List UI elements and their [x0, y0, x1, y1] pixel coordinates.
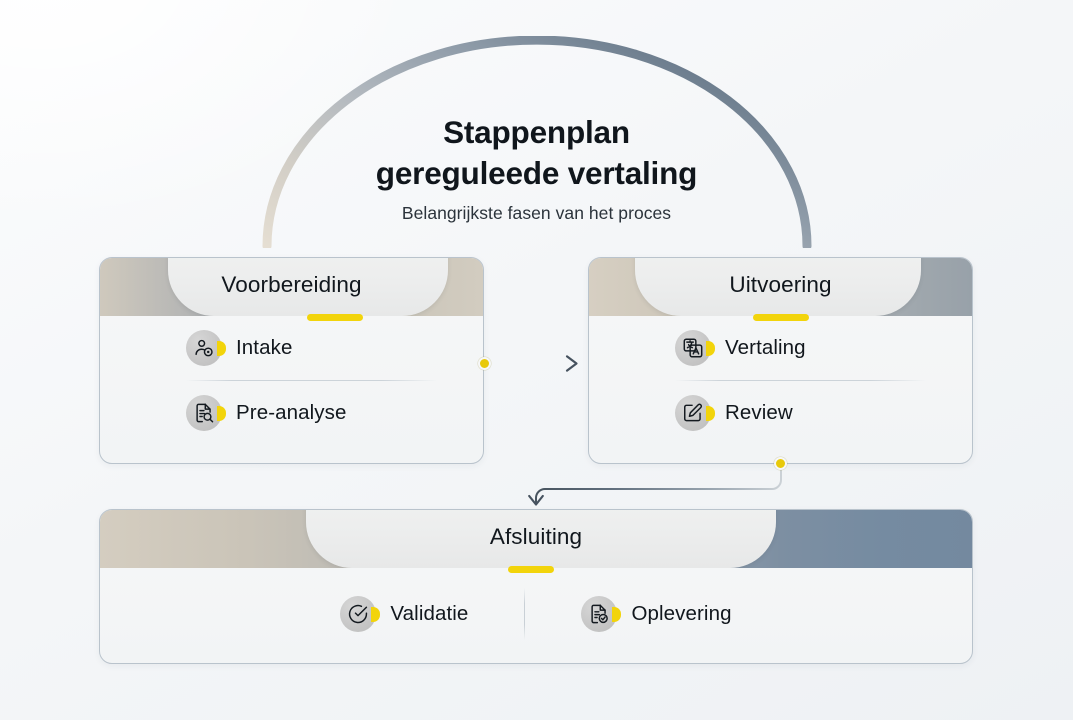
page-title-line-2: gereguleede vertaling	[375, 154, 698, 191]
page-title-line-1: Stappenplan	[443, 114, 630, 150]
connector-arrowhead	[528, 494, 544, 506]
connector-arrow-svg	[483, 355, 578, 372]
list-item-label: Review	[725, 401, 793, 424]
stage-accent-bar-afsluiting	[508, 566, 554, 573]
list-item-label: Intake	[236, 336, 293, 359]
stage-card-voorbereiding[interactable]: Voorbereiding Intake	[99, 257, 484, 464]
list-item-label: Vertaling	[725, 336, 806, 359]
page-title: Stappenplan gereguleede vertaling	[0, 112, 1073, 194]
icon-accent-nub	[217, 406, 226, 421]
stage-card-afsluiting[interactable]: Afsluiting Validatie	[99, 509, 973, 664]
edit-square-icon	[675, 395, 715, 431]
stage-header-afsluiting: Afsluiting	[100, 510, 972, 568]
icon-accent-nub	[706, 341, 715, 356]
connector-uitvoering-to-afsluiting	[516, 456, 806, 516]
icon-disc	[340, 596, 377, 632]
translate-icon	[675, 330, 715, 366]
document-check-icon	[581, 596, 622, 632]
list-item[interactable]: Vertaling	[589, 316, 972, 380]
stage-card-uitvoering[interactable]: Uitvoering Vertaling	[588, 257, 973, 464]
stage-header-voorbereiding: Voorbereiding	[100, 258, 483, 316]
list-item[interactable]: Review	[589, 381, 972, 445]
item-divider	[186, 380, 437, 381]
stage-title-afsluiting: Afsluiting	[489, 524, 583, 549]
icon-accent-nub	[706, 406, 715, 421]
list-item[interactable]: Validatie	[340, 596, 468, 632]
page-subtitle: Belangrijkste fasen van het proces	[401, 202, 672, 223]
list-item-label: Pre-analyse	[236, 401, 347, 424]
person-settings-icon	[186, 330, 226, 366]
connector-voorbereiding-to-uitvoering	[478, 345, 588, 383]
item-divider	[675, 380, 926, 381]
list-item[interactable]: Oplevering	[581, 596, 731, 632]
icon-accent-nub	[217, 341, 226, 356]
list-item[interactable]: Intake	[100, 316, 483, 380]
page-title-block: Stappenplan gereguleede vertaling Belang…	[0, 112, 1073, 224]
stage-accent-bar-voorbereiding	[307, 314, 363, 321]
header-tab-shape	[635, 258, 921, 316]
stage-accent-bar-uitvoering	[753, 314, 809, 321]
stage-header-uitvoering: Uitvoering	[589, 258, 972, 316]
stage-body-uitvoering: Vertaling Review	[589, 316, 972, 445]
stage-body-voorbereiding: Intake Pre-analyse	[100, 316, 483, 445]
document-search-icon	[186, 395, 226, 431]
header-tab-shape	[168, 258, 448, 316]
stage-body-afsluiting: Validatie	[100, 568, 972, 660]
icon-disc	[675, 330, 711, 366]
icon-accent-nub	[612, 607, 622, 622]
icon-disc	[675, 395, 711, 431]
connector-line	[535, 463, 782, 503]
stage-title-voorbereiding: Voorbereiding	[221, 272, 362, 297]
list-item[interactable]: Pre-analyse	[100, 381, 483, 445]
connector-arrowhead	[565, 355, 578, 372]
icon-accent-nub	[371, 607, 381, 622]
list-item-label: Oplevering	[631, 602, 732, 625]
items-vertical-divider	[524, 588, 526, 640]
check-circle-icon	[340, 596, 381, 632]
icon-disc	[186, 330, 222, 366]
connector-elbow-svg	[528, 463, 782, 506]
afsluiting-items-row: Validatie	[100, 568, 972, 660]
stage-title-uitvoering: Uitvoering	[729, 272, 832, 297]
header-tab-shape	[306, 510, 776, 568]
list-item-label: Validatie	[390, 602, 469, 625]
